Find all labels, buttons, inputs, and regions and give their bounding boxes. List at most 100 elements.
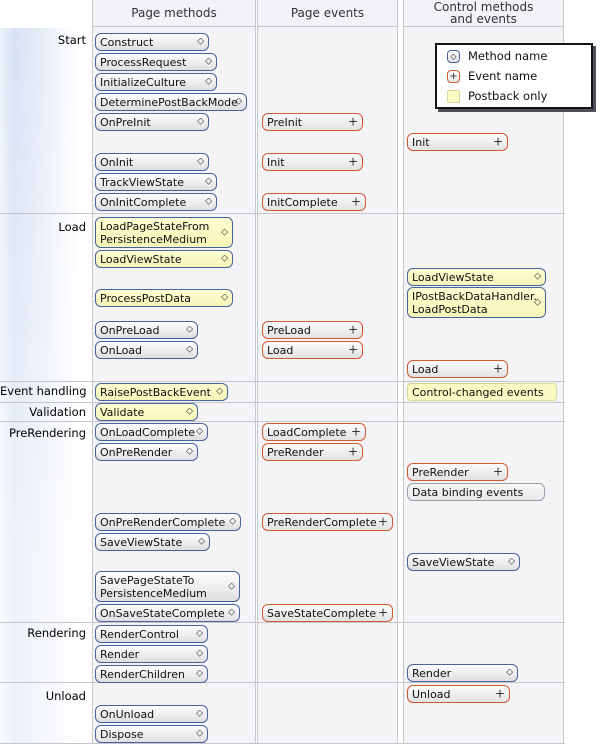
method-diamond-icon: ◇ (534, 271, 541, 282)
node-dispose: Dispose◇ (95, 725, 208, 743)
method-diamond-icon: ◇ (197, 36, 204, 47)
node-loadviewstate: LoadViewState◇ (407, 268, 546, 286)
column-title: Page events (290, 6, 365, 20)
method-diamond-icon: ◇ (221, 227, 228, 237)
column-header-page-methods: Page methods (93, 0, 255, 27)
node-control-changed-events: Control-changed events (407, 383, 557, 401)
column-header-control-methods: Control methods and events (404, 0, 563, 27)
event-plus-icon: + (494, 686, 505, 701)
method-diamond-icon: ◇ (221, 253, 228, 264)
node-prerender: PreRender+ (262, 443, 363, 461)
node-onprerendercomplete: OnPreRenderComplete◇ (95, 513, 241, 531)
method-diamond-icon: ◇ (221, 292, 228, 303)
method-diamond-icon: ◇ (196, 708, 203, 719)
node-oninitcomplete: OnInitComplete◇ (95, 193, 217, 211)
stage-label-band (0, 28, 91, 743)
event-plus-icon: + (347, 114, 358, 129)
legend: ◇ Method name + Event name Postback only (435, 43, 593, 109)
method-diamond-icon: ◇ (235, 96, 242, 107)
node-init: Init+ (262, 153, 363, 171)
node-load: Load+ (407, 360, 508, 378)
section-divider (0, 622, 565, 623)
method-diamond-icon: ◇ (216, 386, 223, 397)
column-title-line2: and events (450, 12, 517, 26)
node-onload: OnLoad◇ (95, 341, 198, 359)
method-diamond-icon: ◇ (228, 607, 235, 618)
section-divider (0, 743, 565, 744)
method-diamond-icon: ◇ (506, 667, 513, 678)
method-diamond-icon: ◇ (196, 668, 203, 679)
node-loadviewstate: LoadViewState◇ (95, 250, 233, 268)
method-diamond-icon: ◇ (205, 196, 212, 207)
node-onprerender: OnPreRender◇ (95, 443, 198, 461)
method-diamond-icon: ◇ (198, 536, 205, 547)
postback-only-icon (447, 89, 460, 103)
method-name-icon: ◇ (447, 49, 460, 63)
node-onpreinit: OnPreInit◇ (95, 113, 209, 131)
node-prerender: PreRender+ (407, 463, 508, 481)
node-saveviewstate: SaveViewState◇ (95, 533, 210, 551)
method-diamond-icon: ◇ (228, 581, 235, 591)
method-diamond-icon: ◇ (196, 648, 203, 659)
legend-label: Method name (468, 49, 548, 63)
event-plus-icon: + (492, 361, 503, 376)
method-diamond-icon: ◇ (534, 297, 541, 307)
method-diamond-icon: ◇ (508, 556, 515, 567)
node-unload: Unload+ (407, 685, 510, 703)
node-initcomplete: InitComplete+ (262, 193, 366, 211)
event-plus-icon: + (347, 154, 358, 169)
node-rendercontrol: RenderControl◇ (95, 625, 208, 643)
method-diamond-icon: ◇ (197, 156, 204, 167)
event-plus-icon: + (347, 322, 358, 337)
legend-item-method: ◇ Method name (447, 48, 591, 65)
event-plus-icon: + (347, 444, 358, 459)
node-savestatecomplete: SaveStateComplete+ (262, 604, 393, 622)
node-processrequest: ProcessRequest◇ (95, 53, 217, 71)
node-oninit: OnInit◇ (95, 153, 209, 171)
node-preload: PreLoad+ (262, 321, 363, 339)
event-plus-icon: + (492, 134, 503, 149)
legend-label: Event name (468, 69, 538, 83)
node-renderchildren: RenderChildren◇ (95, 665, 208, 683)
section-divider (0, 213, 565, 214)
section-label-load: Load (58, 220, 86, 234)
event-plus-icon: + (350, 424, 361, 439)
event-plus-icon: + (492, 464, 503, 479)
node-processpostdata: ProcessPostData◇ (95, 289, 233, 307)
node-onpreload: OnPreLoad◇ (95, 321, 198, 339)
node-preinit: PreInit+ (262, 113, 363, 131)
node-data-binding-events: Data binding events (407, 483, 545, 501)
legend-item-postback: Postback only (447, 88, 591, 105)
node-determinepostbackmode: DeterminePostBackMode◇ (95, 93, 247, 111)
node-init: Init+ (407, 133, 508, 151)
method-diamond-icon: ◇ (186, 344, 193, 355)
node-render: Render◇ (407, 664, 518, 682)
node-prerendercomplete: PreRenderComplete+ (262, 513, 393, 531)
legend-item-event: + Event name (447, 68, 591, 85)
method-diamond-icon: ◇ (196, 628, 203, 639)
method-diamond-icon: ◇ (186, 406, 193, 417)
section-label-validation: Validation (29, 405, 86, 419)
method-diamond-icon: ◇ (205, 76, 212, 87)
column-page-events: Page events (257, 0, 398, 743)
node-construct: Construct◇ (95, 33, 209, 51)
column-header-page-events: Page events (258, 0, 397, 27)
node-onsavestatecomplete: OnSaveStateComplete◇ (95, 604, 240, 622)
section-label-rendering: Rendering (27, 626, 86, 640)
method-diamond-icon: ◇ (186, 446, 193, 457)
section-divider (0, 402, 565, 403)
section-divider (0, 682, 565, 683)
node-ipostbackdatahandler-loadpostdata: IPostBackDataHandler.LoadPostData◇ (407, 287, 546, 318)
node-initializeculture: InitializeCulture◇ (95, 73, 217, 91)
method-diamond-icon: ◇ (205, 56, 212, 67)
event-name-icon: + (447, 69, 460, 83)
node-onloadcomplete: OnLoadComplete◇ (95, 423, 208, 441)
method-diamond-icon: ◇ (197, 116, 204, 127)
event-plus-icon: + (377, 514, 388, 529)
method-diamond-icon: ◇ (196, 426, 203, 437)
event-plus-icon: + (350, 194, 361, 209)
section-label-start: Start (57, 33, 86, 47)
node-loadcomplete: LoadComplete+ (262, 423, 366, 441)
